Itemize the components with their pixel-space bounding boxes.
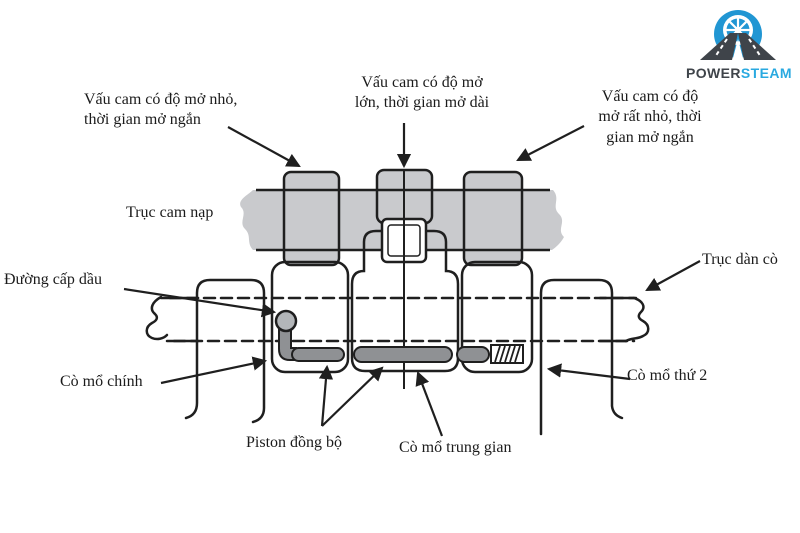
arrow-mid-rocker	[415, 370, 444, 437]
cam-lobe-small	[282, 170, 341, 267]
oil-port	[274, 309, 298, 333]
arrow-rocker-shaft	[645, 260, 701, 292]
cam-lobe-tiny	[462, 170, 524, 267]
label-cam-small: Vấu cam có độ mở nhỏ, thời gian mở ngắn	[84, 91, 238, 129]
logo-text-steam: STEAM	[740, 65, 792, 81]
label-oil-line: Đường cấp dầu	[4, 271, 102, 288]
arrow-oil-line	[123, 287, 277, 318]
powersteam-logo: POWERSTEAM	[686, 6, 792, 81]
sync-piston-a	[291, 347, 345, 362]
arrow-second-rocker	[546, 363, 631, 381]
logo-text-power: POWER	[686, 65, 741, 81]
sync-piston-c	[456, 346, 490, 363]
arrow-sync-piston-1	[318, 364, 334, 427]
rocker-outer-left	[184, 278, 266, 424]
sync-piston-assembly	[274, 309, 524, 364]
label-main-rocker: Cò mổ chính	[60, 373, 143, 390]
rocker-outer-right	[539, 278, 624, 436]
spring-hatching	[494, 345, 521, 363]
shaft-break-left	[145, 295, 169, 341]
label-rocker-shaft: Trục dàn cò	[702, 251, 778, 268]
powersteam-logo-icon	[700, 10, 776, 60]
shaft-break-right	[624, 296, 650, 343]
rocker-shaft	[145, 295, 650, 343]
arrow-cam-small	[227, 126, 301, 168]
label-second-rocker: Cò mổ thứ 2	[627, 367, 708, 384]
label-intake-camshaft: Trục cam nạp	[126, 204, 214, 221]
label-cam-large: Vấu cam có độ mở lớn, thời gian mở dài	[354, 74, 490, 112]
arrow-main-rocker	[160, 356, 268, 385]
rocker-middle	[350, 229, 460, 373]
arrow-sync-piston-2	[321, 366, 384, 427]
label-cam-tiny: Vấu cam có độ mở rất nhỏ, thời gian mở n…	[598, 88, 702, 146]
road-icon	[700, 33, 776, 60]
sync-piston-b	[353, 346, 453, 363]
callout-arrows	[123, 123, 701, 437]
label-mid-rocker: Cò mổ trung gian	[399, 439, 512, 456]
arrow-cam-tiny	[516, 125, 585, 161]
label-sync-piston: Piston đồng bộ	[246, 434, 343, 451]
rocker-second	[460, 260, 534, 374]
logo-wordmark: POWERSTEAM	[686, 65, 792, 81]
